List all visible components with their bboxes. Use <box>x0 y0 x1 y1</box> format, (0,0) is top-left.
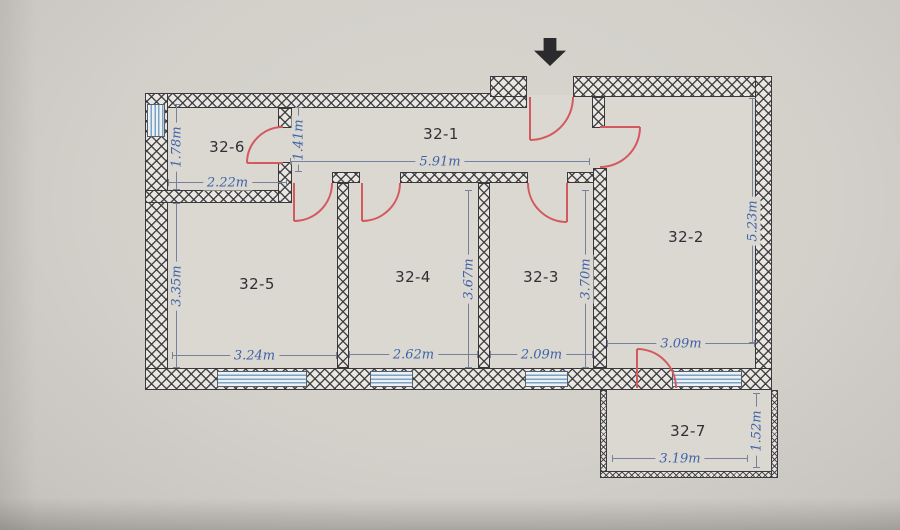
dimension-32-5-width: 3.24m <box>172 348 337 363</box>
dimension-text: 2.09m <box>516 347 567 362</box>
dimension-32-6-height: 1.78m <box>169 104 184 190</box>
wall-room6-right-upper <box>278 108 292 128</box>
dimension-hall-width: 1.41m <box>291 107 306 172</box>
wall-top-left <box>145 93 527 108</box>
dimension-text: 3.09m <box>656 336 706 351</box>
dimension-text: 2.62m <box>388 347 439 362</box>
wall-room2-entry-pier <box>592 97 605 128</box>
dimension-32-2-height: 5.23m <box>745 98 760 343</box>
dimension-32-4-height: 3.67m <box>461 190 476 368</box>
dimension-text: 2.22m <box>202 175 253 190</box>
balcony-wall-left <box>600 390 607 478</box>
room-label-32-3: 32-3 <box>523 268 559 286</box>
room-label-32-2: 32-2 <box>668 228 704 246</box>
dimension-text: 5.91m <box>415 154 465 169</box>
wall-hall-south-middle <box>400 172 528 183</box>
dimension-text: 5.23m <box>745 195 760 246</box>
room-label-32-1: 32-1 <box>423 125 459 143</box>
dimension-32-3-height: 3.70m <box>578 190 593 368</box>
dimension-text: 1.52m <box>749 405 764 456</box>
wall-hall-south-pier-1 <box>332 172 360 183</box>
wall-left <box>145 93 168 390</box>
window-32-2 <box>672 371 742 387</box>
dimension-32-3-width: 2.09m <box>490 347 593 362</box>
dimension-balcony-width: 3.19m <box>612 451 748 466</box>
room-label-32-7: 32-7 <box>670 422 706 440</box>
dimension-balcony-height: 1.52m <box>749 393 764 468</box>
wall-room6-bottom <box>145 190 292 203</box>
dimension-text: 3.19m <box>655 451 705 466</box>
window-32-4 <box>370 371 413 387</box>
window-32-6 <box>147 104 165 137</box>
window-32-5 <box>217 371 307 387</box>
dimension-text: 1.41m <box>291 114 306 165</box>
wall-top-entry-left <box>490 76 527 97</box>
dimension-text: 3.67m <box>461 254 476 304</box>
wall-right <box>755 76 772 390</box>
window-32-3 <box>525 371 568 387</box>
partition-32-3-32-2 <box>593 168 607 368</box>
dimension-32-6-width: 2.22m <box>168 175 287 190</box>
dimension-32-4-width: 2.62m <box>349 347 478 362</box>
entrance-arrow-icon <box>534 38 566 66</box>
dimension-32-2-width: 3.09m <box>607 336 755 351</box>
room-label-32-5: 32-5 <box>239 275 275 293</box>
dimension-32-5-height: 3.35m <box>169 203 184 368</box>
dimension-text: 3.35m <box>169 260 184 311</box>
dimension-text: 3.70m <box>578 254 593 304</box>
balcony-wall-bottom <box>600 471 778 478</box>
dimension-text: 3.24m <box>229 348 280 363</box>
room-label-32-6: 32-6 <box>209 138 245 156</box>
partition-32-5-32-4 <box>337 183 349 368</box>
wall-top-right <box>573 76 772 97</box>
room-label-32-4: 32-4 <box>395 268 431 286</box>
partition-32-4-32-3 <box>478 183 490 368</box>
dimension-hall-length: 5.91m <box>290 154 590 169</box>
balcony-wall-right <box>771 390 778 478</box>
dimension-text: 1.78m <box>169 122 184 172</box>
